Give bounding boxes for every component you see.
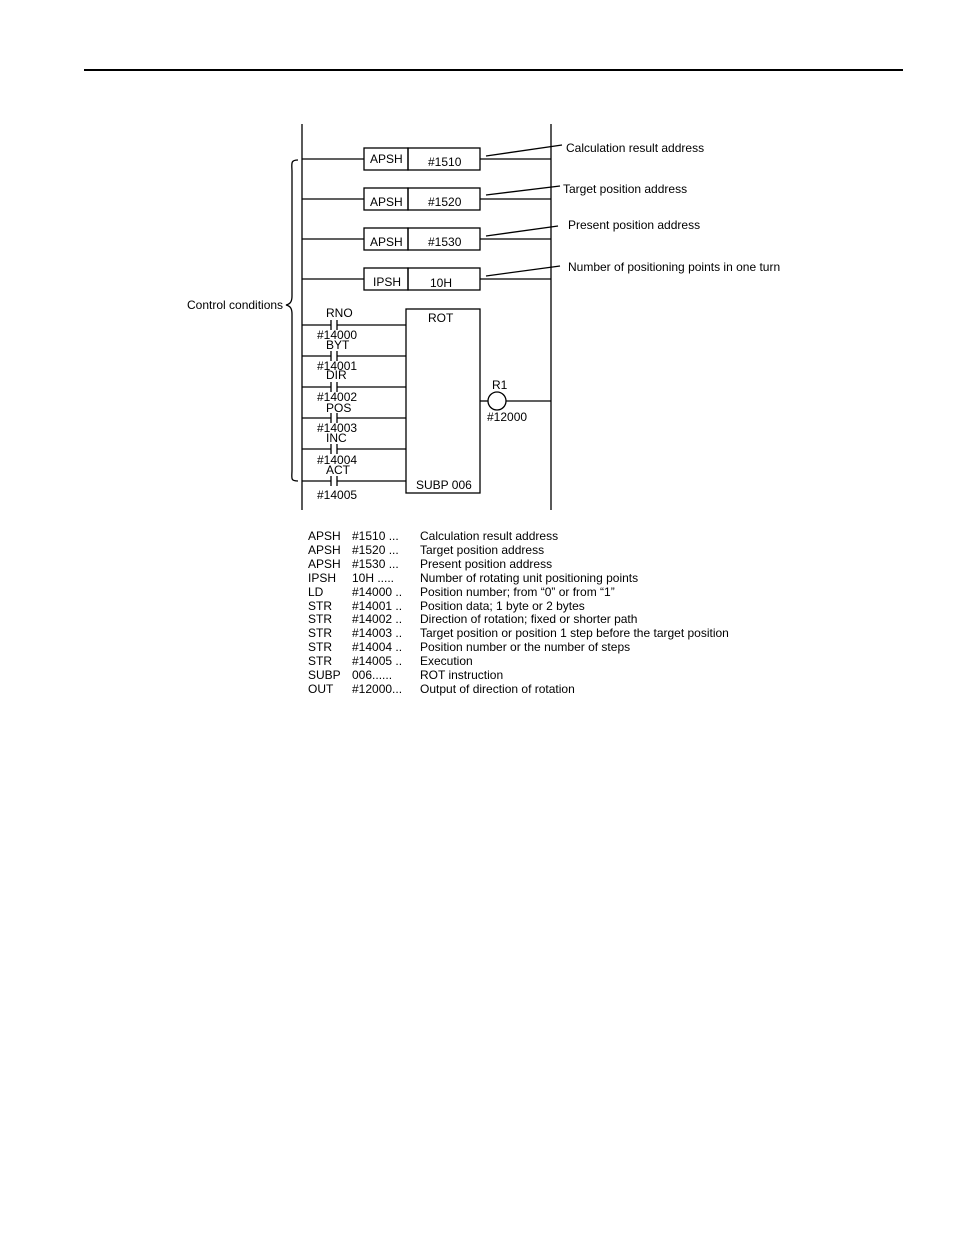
legend-operand: #14003 ..	[352, 626, 403, 641]
contact-inc-name: INC	[326, 431, 347, 445]
contact-rno-address: #14000	[317, 328, 357, 342]
legend-operand: #14001 ..	[352, 598, 403, 613]
contact-pos-address: #14003	[317, 421, 357, 435]
legend-row: STR #14004 .. Position number or the numbe…	[308, 640, 729, 655]
rot-box-footer: SUBP 006	[416, 478, 472, 492]
legend-description: Position number; from “0” or from “1”	[420, 584, 615, 599]
legend-operand: #12000...	[352, 681, 403, 696]
control-conditions-label: Control conditions	[187, 298, 283, 312]
legend-row: APSH #1520 ... Target position address	[308, 542, 729, 558]
coil-address: #12000	[487, 410, 527, 424]
coil-name: R1	[492, 378, 508, 392]
contact-inc-address: #14004	[317, 453, 357, 467]
legend-description: Output of direction of rotation	[420, 681, 575, 696]
header-rule	[84, 69, 903, 71]
contact-pos-name: POS	[326, 401, 351, 415]
legend-operand: #1520 ...	[352, 542, 399, 557]
legend-operand: #1510 ...	[352, 529, 399, 543]
contact-act-name: ACT	[326, 463, 351, 477]
ladder-rung-2: APSH #1520 Target position address	[302, 182, 687, 211]
legend-description: Calculation result address	[420, 529, 559, 543]
legend-mnemonic: LD	[308, 584, 324, 599]
legend-description: Position number or the number of steps	[420, 640, 631, 655]
ladder-rung-1: APSH #1510 Calculation result address	[302, 141, 704, 171]
legend-mnemonic: IPSH	[308, 570, 337, 585]
legend-operand: #14004 ..	[352, 640, 403, 655]
legend-description: Number of rotating unit positioning poin…	[420, 570, 639, 585]
legend-mnemonic: SUBP	[308, 668, 341, 683]
block-1-operand: #1510	[428, 155, 462, 169]
legend-row: LD #14000 .. Position number; from “0” or …	[308, 584, 729, 600]
legend-mnemonic: STR	[308, 640, 332, 655]
block-4-callout: Number of positioning points in one turn	[568, 260, 780, 274]
contact-byt-name: BYT	[326, 338, 350, 352]
legend-description: Present position address	[420, 556, 553, 571]
contact-rno: RNO #14000	[302, 306, 406, 342]
block-2-callout: Target position address	[563, 182, 687, 196]
legend-mnemonic: STR	[308, 654, 332, 669]
legend-operand: #1530 ...	[352, 556, 399, 571]
legend-description: Execution	[420, 654, 473, 669]
ladder-diagram: Control conditions APSH #1510 Calculatio…	[187, 124, 780, 510]
legend-row: APSH #1530 ... Present position address	[308, 556, 729, 572]
contact-byt-address: #14001	[317, 359, 357, 373]
legend-mnemonic: STR	[308, 626, 332, 641]
instruction-legend: APSH#1510 ...Calculation result address …	[308, 529, 729, 697]
contact-dir-address: #14002	[317, 390, 357, 404]
legend-row: SUBP 006...... ROT instruction	[308, 668, 729, 683]
ladder-rung-4: IPSH 10H Number of positioning points in…	[302, 260, 780, 291]
contact-dir: DIR #14002	[302, 368, 406, 404]
legend-operand: #14000 ..	[352, 584, 403, 599]
block-1-mnemonic: APSH	[370, 152, 403, 166]
legend-mnemonic: STR	[308, 612, 332, 627]
legend-description: Target position or position 1 step befor…	[420, 626, 729, 641]
block-2-operand: #1520	[428, 195, 462, 209]
legend-operand: #14002 ..	[352, 612, 403, 627]
block-3-operand: #1530	[428, 235, 462, 249]
contact-act: ACT #14005	[302, 463, 406, 502]
legend-row: APSH #1510 ... Calculation result address	[308, 529, 729, 544]
contact-pos: POS #14003	[302, 401, 406, 435]
block-2-mnemonic: APSH	[370, 195, 403, 209]
legend-row: OUT #12000... Output of direction of rotat…	[308, 681, 729, 697]
contact-byt: BYT #14001	[302, 338, 406, 373]
ladder-rung-3: APSH #1530 Present position address	[302, 218, 700, 251]
contact-dir-name: DIR	[326, 368, 347, 382]
legend-mnemonic: STR	[308, 598, 332, 613]
contact-rno-name: RNO	[326, 306, 353, 320]
block-4-operand: 10H	[430, 276, 452, 290]
rot-box-title: ROT	[428, 311, 454, 325]
legend-mnemonic: APSH	[308, 529, 341, 543]
legend-operand: 10H .....	[352, 570, 395, 585]
block-3-mnemonic: APSH	[370, 235, 403, 249]
legend-row: STR #14005 .. Execution	[308, 654, 729, 669]
control-conditions-brace	[285, 159, 299, 482]
legend-operand: 006......	[352, 668, 393, 683]
legend-row: IPSH 10H ..... Number of rotating unit pos…	[308, 570, 729, 586]
legend-row: STR #14003 .. Target position or position …	[308, 626, 729, 641]
legend-mnemonic: APSH	[308, 542, 341, 557]
block-1-callout: Calculation result address	[566, 141, 704, 155]
contact-act-address: #14005	[317, 488, 357, 502]
block-3-callout: Present position address	[568, 218, 700, 232]
legend-description: Target position address	[420, 542, 545, 557]
legend-mnemonic: OUT	[308, 681, 334, 696]
legend-row: STR #14001 .. Position data; 1 byte or 2 b…	[308, 598, 729, 614]
legend-operand: #14005 ..	[352, 654, 403, 669]
legend-description: Direction of rotation; fixed or shorter …	[420, 612, 638, 627]
rot-instruction-box	[405, 308, 481, 494]
legend-description: ROT instruction	[420, 668, 504, 683]
legend-mnemonic: APSH	[308, 556, 341, 571]
output-coil-r1: R1 #12000	[480, 378, 551, 424]
block-4-mnemonic: IPSH	[373, 275, 401, 289]
legend-row: STR #14002 .. Direction of rotation; fixed…	[308, 613, 729, 627]
contact-inc: INC #14004	[302, 431, 406, 467]
legend-description: Position data; 1 byte or 2 bytes	[420, 598, 585, 613]
